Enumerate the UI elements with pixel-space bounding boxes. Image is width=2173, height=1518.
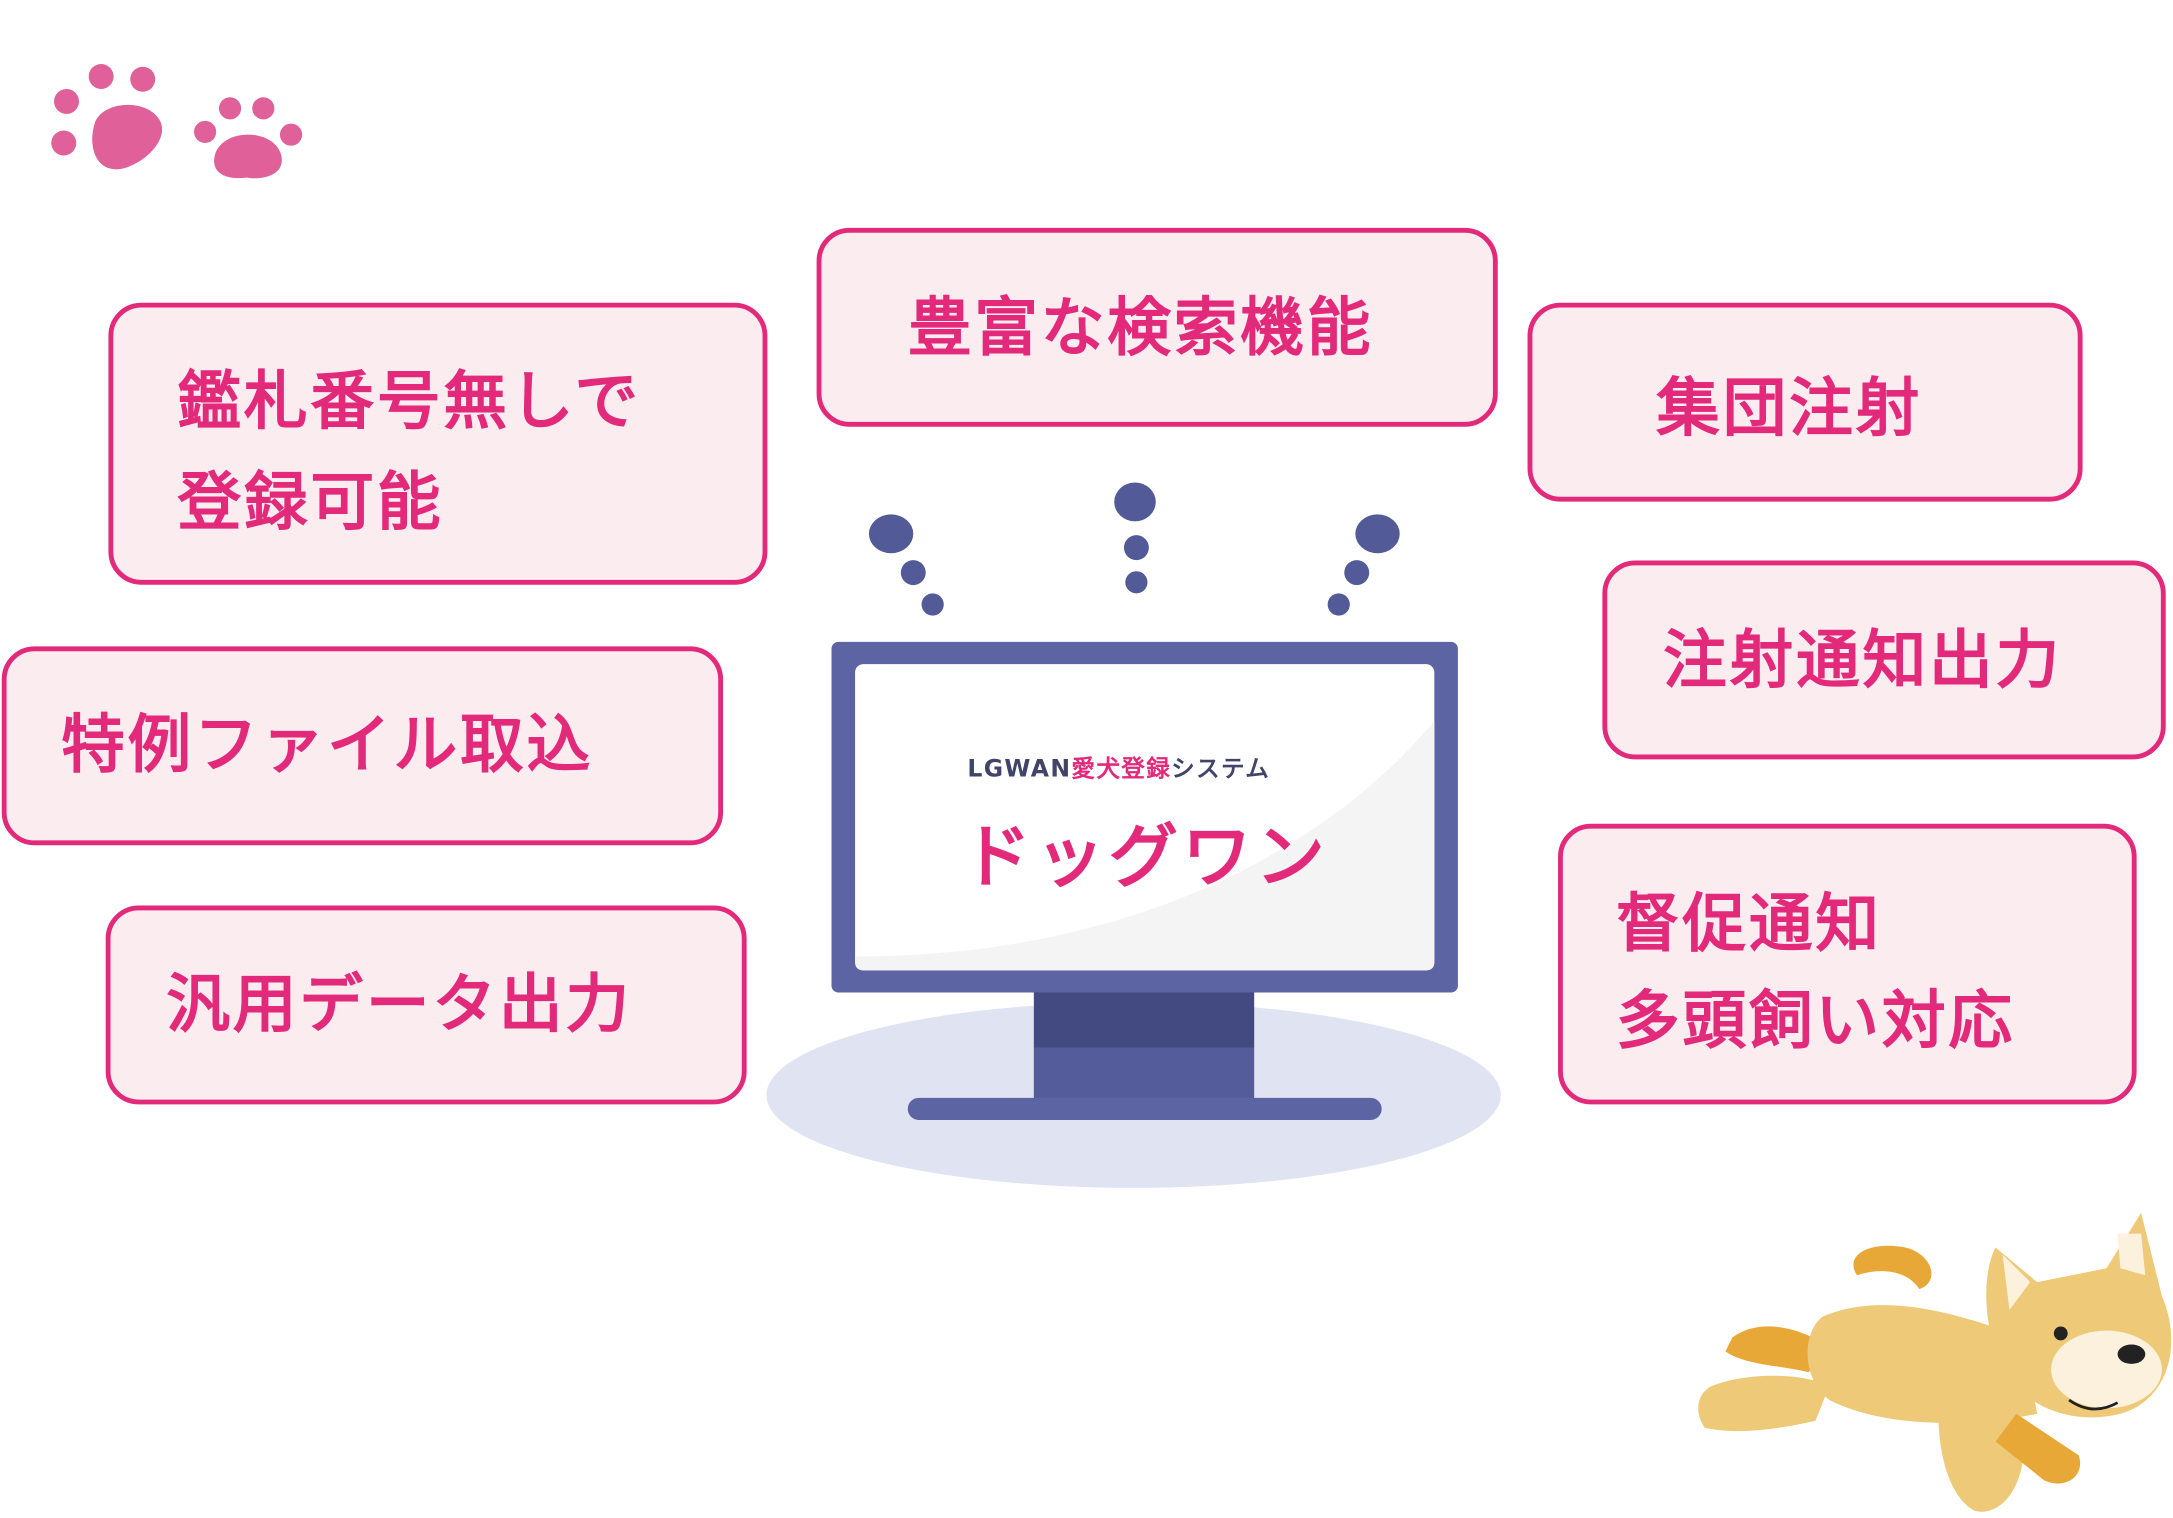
monitor-icon: LGWAN愛犬登録システム ドッグワン [766,641,1501,1188]
thinking-dots-icon [868,482,1400,616]
feature-box-data-export: 汎用データ出力 [105,905,747,1105]
monitor-subtitle: LGWAN愛犬登録システム [967,754,1270,782]
feature-box-special-file-import: 特例ファイル取込 [1,646,724,846]
feature-label: 豊富な検索機能 [908,291,1374,365]
feature-label: 集団注射 [1655,372,1922,446]
feature-label: 特例ファイル取込 [61,709,593,783]
shiba-dog-icon [1698,1212,2172,1512]
feature-box-search: 豊富な検索機能 [816,227,1498,427]
feature-box-injection-notice: 注射通知出力 [1602,560,2166,760]
feature-label: 督促通知 [1616,887,1882,961]
feature-box-reminder-notice: 督促通知 多頭飼い対応 [1558,823,2137,1105]
feature-box-group-injection: 集団注射 [1527,302,2083,502]
feature-box-no-tag-registration: 鑑札番号無しで 登録可能 [108,302,768,585]
feature-label: 登録可能 [176,466,443,540]
feature-label: 汎用データ出力 [166,968,632,1042]
feature-label: 注射通知出力 [1663,624,2062,698]
feature-label: 多頭飼い対応 [1616,984,2015,1058]
product-name: ドッグワン [962,817,1329,897]
paw-prints-icon [51,64,303,179]
feature-label: 鑑札番号無しで [177,365,641,439]
